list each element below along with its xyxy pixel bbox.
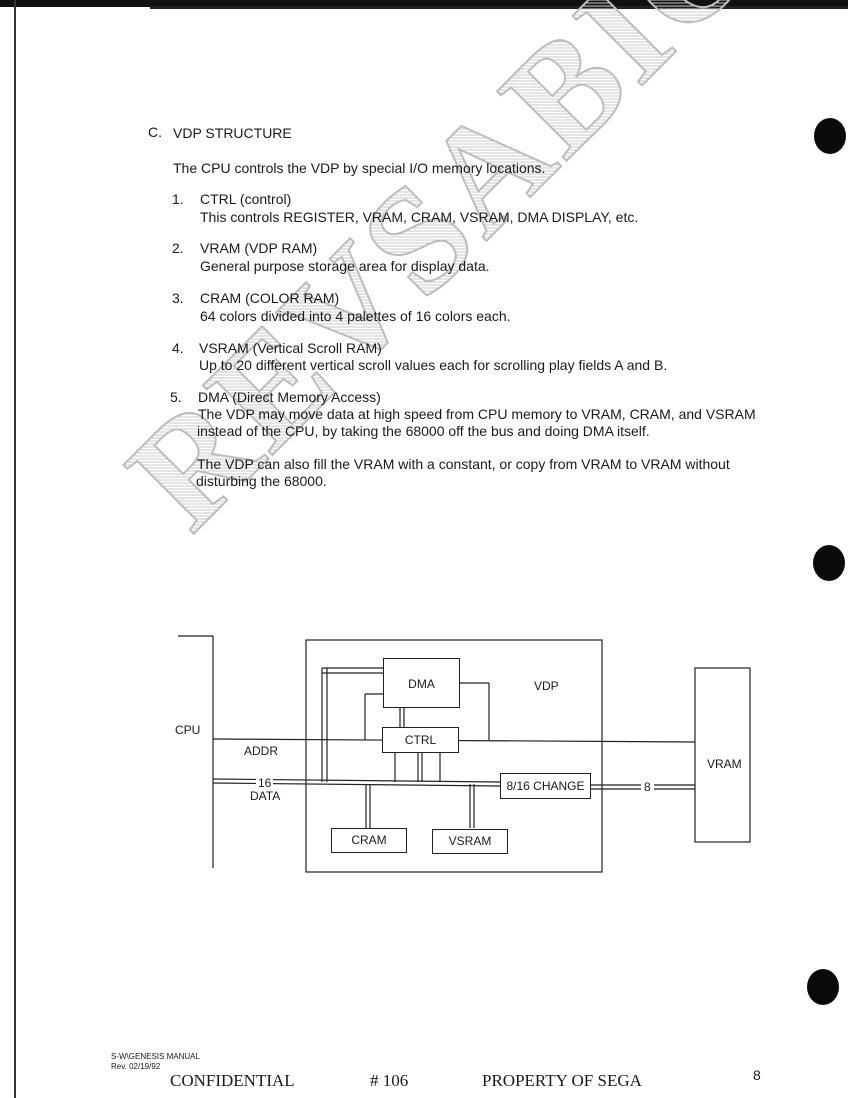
footer-doc-number: # 106 [370,1071,409,1090]
footer-property: PROPERTY OF SEGA [482,1071,642,1090]
dma-label: DMA [408,677,435,691]
section-intro: The CPU controls the VDP by special I/O … [173,160,546,176]
dma-block: DMA [383,658,460,708]
punch-hole-middle [813,545,845,581]
data-label: DATA [250,789,281,803]
cram-block: CRAM [331,828,407,853]
item-number: 4. [172,340,184,356]
item-text: Up to 20 different vertical scroll value… [199,357,668,373]
section-marker: C. [148,124,162,140]
item-number: 2. [172,240,184,256]
punch-hole-top [814,118,846,154]
page-number: 8 [753,1067,761,1083]
vdp-label: VDP [534,679,559,693]
footer-confidential: CONFIDENTIAL [170,1071,295,1090]
vram-label: VRAM [707,757,742,771]
cram-label: CRAM [351,833,387,847]
change-block: 8/16 CHANGE [500,773,591,799]
item-title: VRAM (VDP RAM) [200,240,318,256]
item-number: 5. [170,389,182,405]
item-number: 1. [172,191,184,207]
item-text: 64 colors divided into 4 palettes of 16 … [200,308,511,324]
left-scan-edge [14,0,16,1098]
punch-hole-bottom [807,969,839,1005]
section-title: VDP STRUCTURE [173,125,292,141]
item-text: General purpose storage area for display… [200,258,490,274]
item-text: The VDP can also fill the VRAM with a co… [197,456,730,472]
footer-revision: Rev. 02/19/92 [111,1062,161,1071]
ctrl-label: CTRL [404,733,437,747]
top-scan-edge [0,0,848,7]
item-text: The VDP may move data at high speed from… [198,406,756,422]
footer-manual: S-W\GENESIS MANUAL [111,1052,200,1061]
change-label: 8/16 CHANGE [506,779,585,793]
item-title: VSRAM (Vertical Scroll RAM) [199,340,382,356]
bus-width-8: 8 [641,780,654,794]
top-scan-edge-shadow [150,6,848,9]
item-text: This controls REGISTER, VRAM, CRAM, VSRA… [200,209,639,225]
bus-width-16: 16 [256,776,274,790]
cpu-label: CPU [175,723,201,737]
item-text: instead of the CPU, by taking the 68000 … [197,423,650,439]
item-title: DMA (Direct Memory Access) [198,389,381,405]
ctrl-block: CTRL [382,727,459,753]
vsram-block: VSRAM [432,829,508,854]
item-number: 3. [172,290,184,306]
vsram-label: VSRAM [448,834,492,848]
item-title: CRAM (COLOR RAM) [200,290,340,306]
addr-label: ADDR [244,744,279,758]
item-text: disturbing the 68000. [196,473,327,489]
item-title: CTRL (control) [200,191,292,207]
